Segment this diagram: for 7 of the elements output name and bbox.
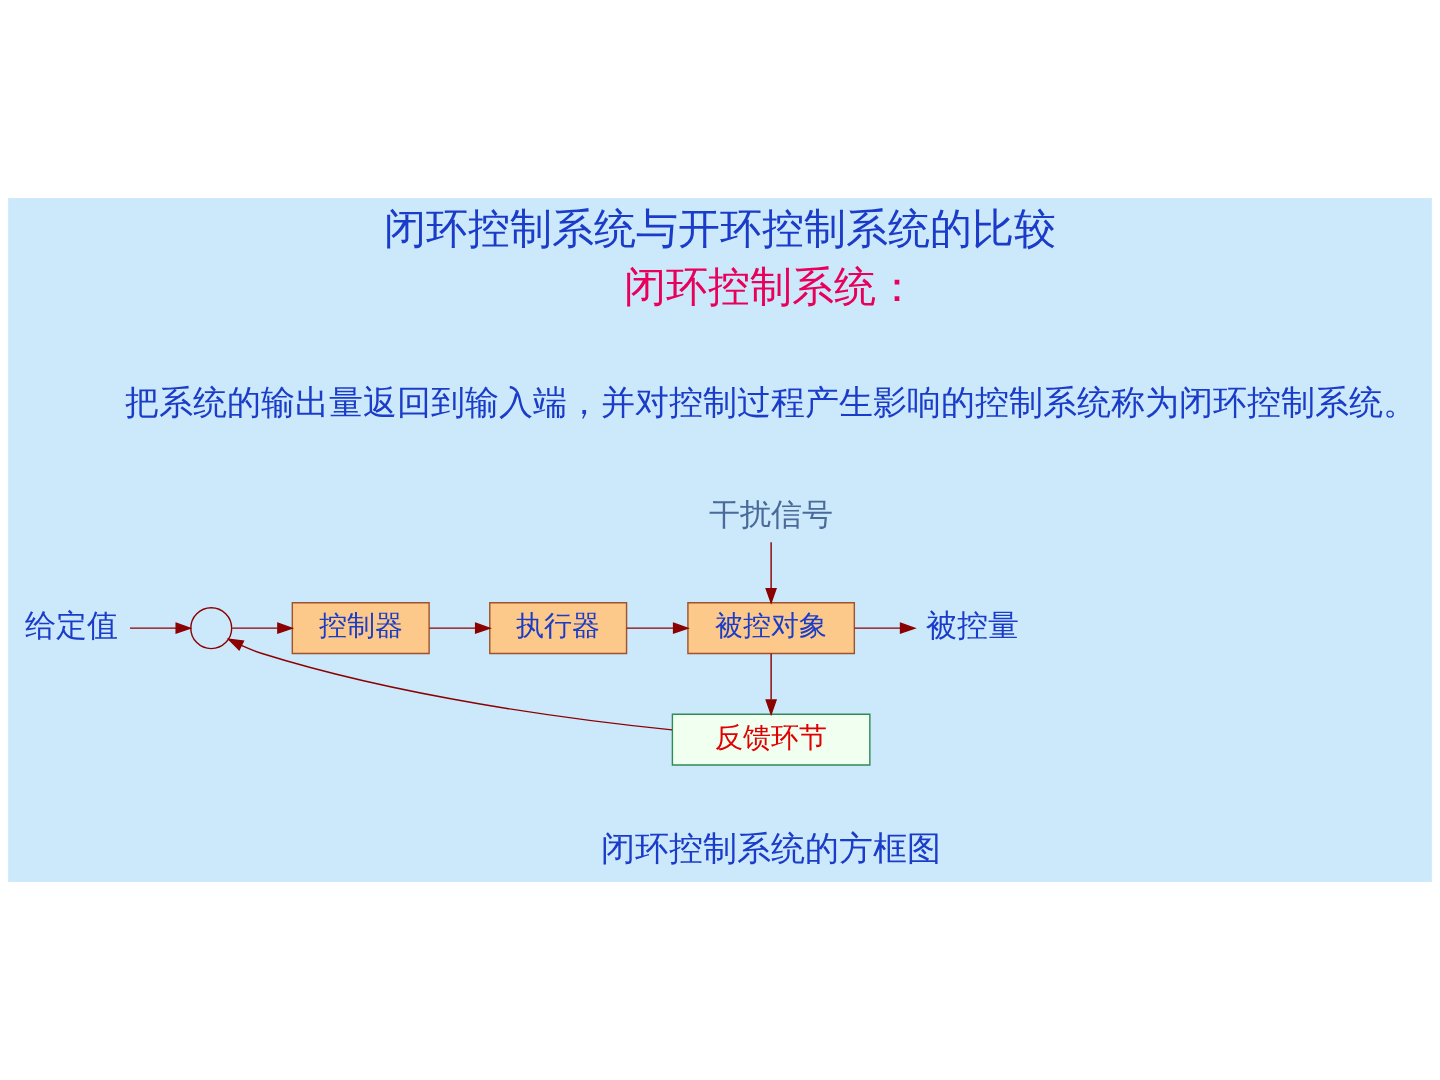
label: 闭环控制系统： [624,261,919,311]
caption: 闭环控制系统的方框图 [601,828,942,868]
node-text: 被控量 [926,607,1020,644]
label: 把系统的输出量返回到输入端，并对控制过程产生影响的控制系统称为闭环控制系统。 [125,383,1418,423]
node-text: 给定值 [25,607,119,644]
node-text: 干扰信号 [709,495,834,532]
diagram-title: 闭环控制系统与开环控制系统的比较 [384,204,1056,254]
